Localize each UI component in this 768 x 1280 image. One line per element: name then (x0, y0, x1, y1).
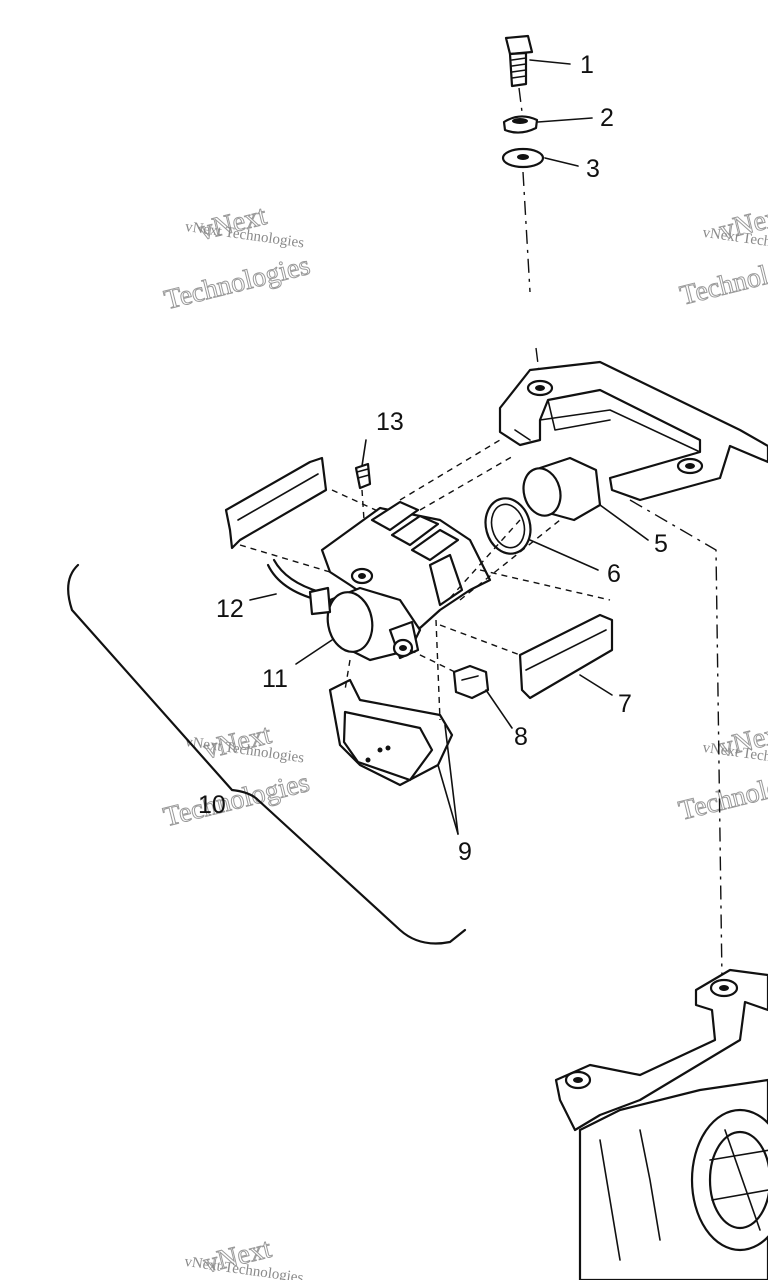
watermark-1: vNext vNext Technologies Technologies (161, 200, 314, 317)
alignment-lines (239, 439, 611, 721)
brake-line-part-12 (266, 558, 332, 616)
nut-part-8 (452, 664, 490, 700)
pad-clip-upper (224, 456, 328, 550)
group-bracket-10 (67, 563, 467, 945)
mounting-bracket (498, 347, 768, 502)
brake-pads-part-9 (328, 678, 454, 787)
callout-12: 12 (216, 595, 244, 623)
lower-housing (554, 968, 768, 1280)
callout-1: 1 (580, 51, 594, 79)
svg-text:Technologies: Technologies (677, 246, 768, 312)
watermark-4: vNext vNext Technologies Technologies (675, 716, 768, 827)
callout-11: 11 (262, 665, 288, 693)
callout-5: 5 (654, 530, 668, 558)
leader-lines (249, 59, 649, 835)
piston-part-5 (522, 456, 602, 522)
svg-text:Technologies: Technologies (676, 761, 768, 827)
caliper-body (320, 500, 492, 662)
svg-text:Technologies: Technologies (161, 250, 313, 316)
callout-8: 8 (514, 723, 528, 751)
callout-6: 6 (607, 560, 621, 588)
watermark-5: vNext vNext Technologies (183, 1232, 304, 1280)
svg-text:Technologies: Technologies (160, 767, 312, 833)
bleeder-screw-part-13 (354, 462, 372, 521)
pad-clip-lower (518, 613, 614, 700)
callout-9: 9 (458, 838, 472, 866)
mount-axis-line (629, 499, 723, 981)
bolt-axis-line (522, 171, 531, 293)
callout-2: 2 (600, 104, 614, 132)
seal-ring-part-6 (484, 497, 532, 555)
lock-washer-part-2 (502, 115, 539, 134)
bolt-part-1 (504, 34, 534, 113)
watermark-2: vNext vNext Technologies Technologies (676, 199, 768, 312)
callout-13: 13 (376, 408, 404, 436)
callout-3: 3 (586, 155, 600, 183)
callout-10: 10 (198, 791, 226, 819)
flat-washer-part-3 (501, 147, 545, 169)
callout-labels: 1 2 3 5 6 7 8 9 10 11 12 13 (198, 51, 668, 866)
callout-7: 7 (618, 690, 632, 718)
